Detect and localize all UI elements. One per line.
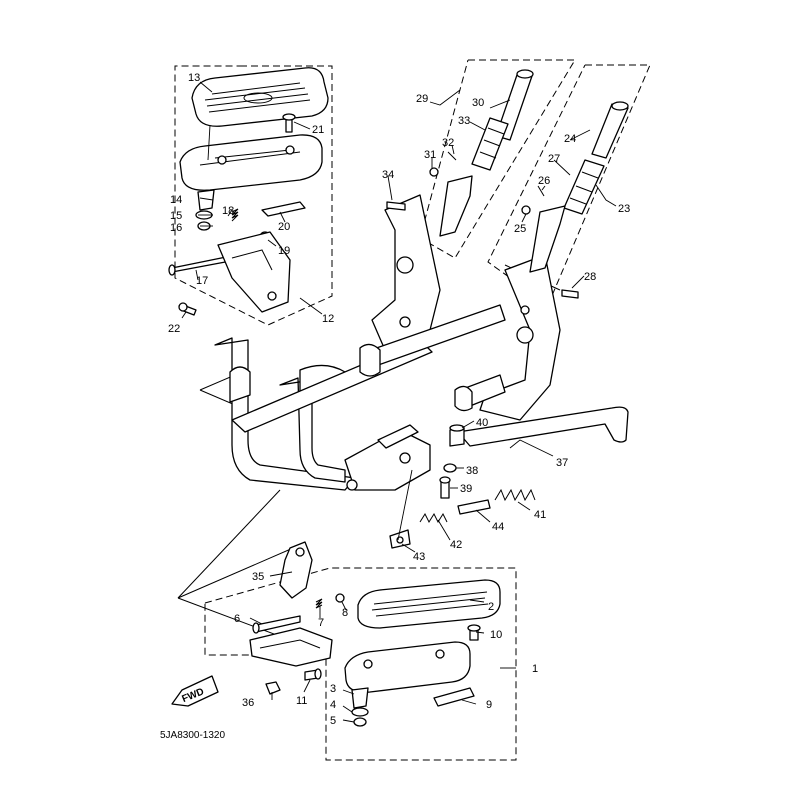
callout-16: 16 (170, 222, 182, 234)
part-24-grip-sleeve (591, 101, 629, 159)
part-26-pin (537, 185, 545, 197)
part-39-bolt (439, 476, 451, 499)
part-7-spring (315, 598, 323, 609)
callout-4: 4 (330, 699, 336, 711)
callout-26: 26 (538, 175, 550, 187)
callout-13: 13 (188, 72, 200, 84)
main-frame (214, 194, 561, 491)
part-14-damper (197, 189, 215, 211)
callout-37: 37 (556, 457, 568, 469)
part-footboard-lower-base (344, 641, 471, 693)
callout-25: 25 (514, 223, 526, 235)
part-grip-arm-right (529, 205, 566, 273)
callout-42: 42 (450, 539, 462, 551)
part-12-bracket (217, 231, 291, 313)
callout-12: 12 (322, 313, 334, 325)
callout-29: 29 (416, 93, 428, 105)
callout-23: 23 (618, 203, 630, 215)
part-40-bushing (449, 424, 465, 447)
group-outline-1 (204, 567, 517, 761)
callout-33: 33 (458, 115, 470, 127)
callout-10: 10 (490, 629, 502, 641)
part-32-pin (447, 151, 457, 161)
part-lower-bracket (249, 627, 333, 667)
part-4-washer (351, 707, 369, 717)
part-5-nut (353, 717, 367, 727)
callout-36: 36 (242, 697, 254, 709)
part-25-bolt (521, 205, 531, 215)
part-38-washer (443, 463, 457, 473)
part-2-footboard-mat (357, 579, 501, 629)
callout-34: 34 (382, 169, 394, 181)
callout-17: 17 (196, 275, 208, 287)
callout-31: 31 (424, 149, 436, 161)
callout-1: 1 (532, 663, 538, 675)
callout-35: 35 (252, 571, 264, 583)
callout-28: 28 (584, 271, 596, 283)
part-21-screw (282, 113, 296, 133)
callout-15: 15 (170, 210, 182, 222)
part-31-bolt (429, 167, 439, 177)
part-footboard-upper-base (179, 134, 323, 191)
callout-39: 39 (460, 483, 472, 495)
part-33-grip (471, 117, 509, 171)
part-44-sleeve (457, 499, 491, 515)
callout-41: 41 (534, 509, 546, 521)
part-grip-arm-left (439, 175, 473, 237)
diagram-code: 5JA8300-1320 (160, 730, 225, 741)
callout-11: 11 (296, 695, 307, 707)
part-22-bolt (178, 302, 197, 316)
callout-9: 9 (486, 699, 492, 711)
part-35-bracket (279, 541, 313, 599)
fwd-direction-badge: FWD (171, 675, 219, 707)
part-28-bolt (561, 289, 579, 299)
part-11-bolt (304, 668, 322, 681)
leader-lines (181, 81, 617, 723)
callout-27: 27 (548, 153, 560, 165)
part-3-damper (351, 687, 369, 709)
callout-19: 19 (278, 245, 290, 257)
callout-38: 38 (466, 465, 478, 477)
callout-43: 43 (413, 551, 425, 563)
callout-2: 2 (488, 601, 494, 613)
callout-7: 7 (318, 617, 324, 629)
part-42-spring (419, 512, 448, 524)
callout-44: 44 (492, 521, 504, 533)
callout-21: 21 (312, 124, 324, 136)
part-10-screw (467, 624, 481, 641)
callout-24: 24 (564, 133, 576, 145)
part-9-plate (433, 687, 475, 707)
part-8-nut (335, 593, 345, 603)
callout-6: 6 (234, 613, 240, 625)
callout-3: 3 (330, 683, 336, 695)
part-41-spring (494, 488, 536, 502)
part-36-nut (265, 681, 281, 695)
part-13-footboard-mat (191, 67, 329, 127)
callout-14: 14 (170, 194, 182, 206)
callout-22: 22 (168, 323, 180, 335)
part-43-clip (389, 529, 411, 549)
group-outline-29 (419, 59, 576, 259)
part-20-plate (261, 201, 306, 217)
part-18-spring (231, 208, 239, 222)
callout-5: 5 (330, 715, 336, 727)
callout-8: 8 (342, 607, 348, 619)
group-outline-12 (174, 65, 333, 326)
callout-20: 20 (278, 221, 290, 233)
part-6-bolt (252, 615, 301, 634)
callout-18: 18 (222, 205, 234, 217)
callout-32: 32 (442, 137, 454, 149)
part-34-bolt (386, 201, 406, 211)
callout-30: 30 (472, 97, 484, 109)
callout-40: 40 (476, 417, 488, 429)
part-27-grip (563, 159, 605, 215)
part-37-brake-pedal (457, 406, 629, 447)
